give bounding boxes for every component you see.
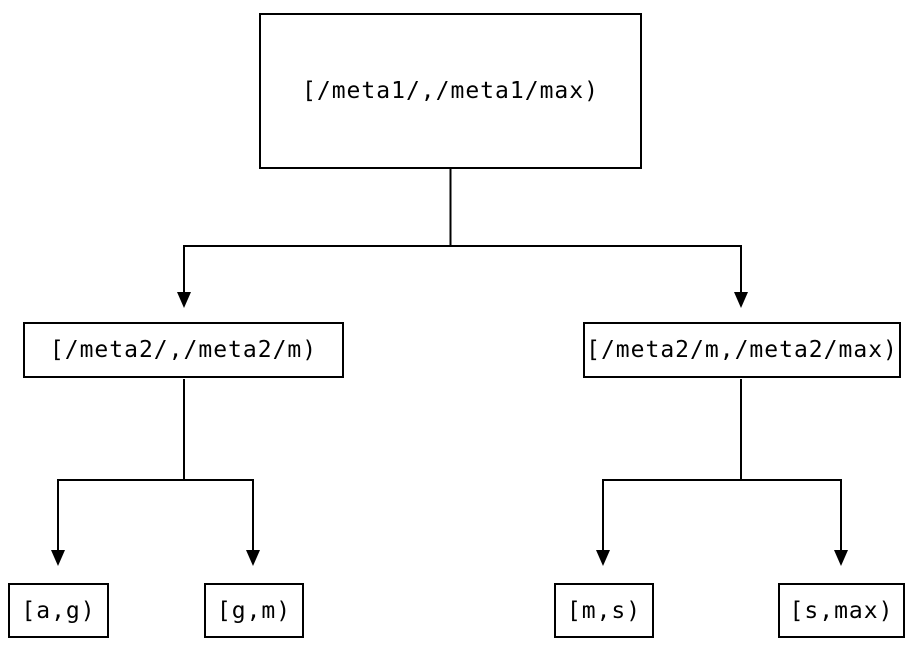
node-leaf-gm-label: [g,m) (216, 597, 292, 624)
arrow-down-leaf-gm-icon (246, 550, 260, 566)
node-leaf-ms: [m,s) (554, 583, 654, 638)
node-leaf-ms-label: [m,s) (566, 597, 642, 624)
arrow-down-right-icon (734, 292, 748, 308)
node-root-meta1: [/meta1/,/meta1/max) (259, 13, 642, 169)
node-meta2-right-label: [/meta2/m,/meta2/max) (586, 337, 898, 363)
node-leaf-ag-label: [a,g) (21, 597, 96, 624)
arrow-down-leaf-ms-icon (596, 550, 610, 566)
node-leaf-smax: [s,max) (778, 583, 905, 638)
node-leaf-smax-label: [s,max) (789, 597, 894, 624)
node-root-label: [/meta1/,/meta1/max) (302, 78, 599, 104)
edge-left-branch (57, 479, 254, 551)
node-meta2-right: [/meta2/m,/meta2/max) (583, 322, 901, 378)
node-leaf-gm: [g,m) (204, 583, 304, 638)
node-meta2-left-label: [/meta2/,/meta2/m) (49, 337, 318, 363)
edge-root-branch (183, 245, 742, 293)
arrow-down-leaf-smax-icon (834, 550, 848, 566)
arrow-down-leaf-ag-icon (51, 550, 65, 566)
arrow-down-left-icon (177, 292, 191, 308)
node-leaf-ag: [a,g) (8, 583, 109, 638)
node-meta2-left: [/meta2/,/meta2/m) (23, 322, 344, 378)
edge-right-branch (602, 479, 842, 551)
